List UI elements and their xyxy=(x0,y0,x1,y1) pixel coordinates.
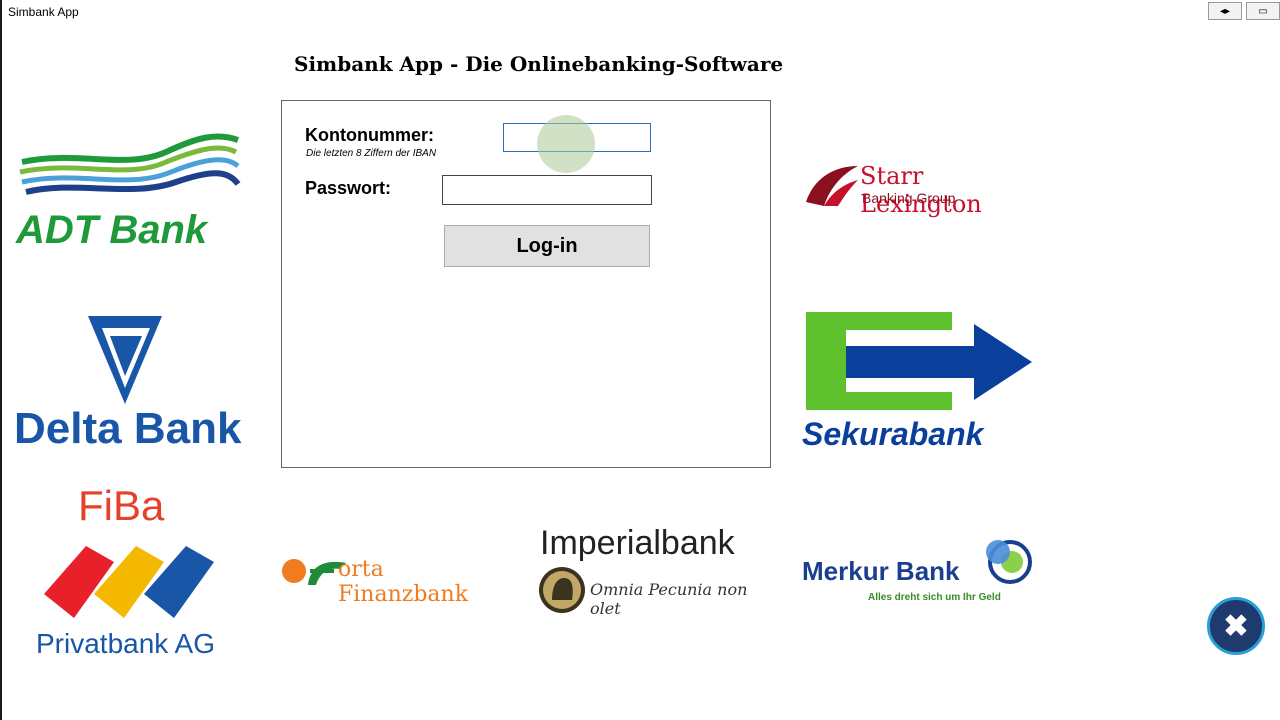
app-title: Simbank App - Die Onlinebanking-Software xyxy=(294,52,784,76)
imperialbank-logo: Imperialbank Omnia Pecunia non olet xyxy=(538,524,774,618)
porta-emblem-icon xyxy=(282,559,346,585)
adt-waves-icon xyxy=(19,133,241,195)
starr-sublabel: Banking Group xyxy=(862,190,956,206)
window-left-border xyxy=(0,0,2,720)
password-label: Passwort: xyxy=(305,178,392,198)
starr-label: Starr Lexington xyxy=(860,162,982,218)
sekura-arrow-icon xyxy=(806,312,1032,410)
window-title: Simbank App xyxy=(8,5,79,19)
login-button[interactable]: Log-in xyxy=(444,225,650,267)
imperial-coin-icon xyxy=(539,567,585,613)
window-controls: ◂▸ ▭ xyxy=(1208,2,1280,20)
privatbank-label: Privatbank AG xyxy=(36,628,215,659)
cursor-highlight xyxy=(537,115,595,173)
delta-triangle-icon xyxy=(88,316,162,404)
delta-bank-label: Delta Bank xyxy=(14,404,242,453)
login-panel: Kontonummer: Die letzten 8 Ziffern der I… xyxy=(281,100,771,468)
merkur-bank-logo: Merkur Bank Alles dreht sich um Ihr Geld xyxy=(800,538,1036,608)
close-icon: ✖ xyxy=(1223,609,1249,643)
imperial-motto: Omnia Pecunia non olet xyxy=(590,580,748,618)
delta-bank-logo: Delta Bank xyxy=(14,316,250,456)
sekura-label: Sekurabank xyxy=(802,416,984,452)
adt-bank-logo: ADT Bank xyxy=(16,122,246,252)
starr-swoosh-icon xyxy=(806,166,858,206)
account-hint: Die letzten 8 Ziffern der IBAN xyxy=(306,148,437,159)
merkur-label: Merkur Bank xyxy=(802,556,960,586)
merkur-circles-icon xyxy=(986,540,1032,584)
adt-bank-label: ADT Bank xyxy=(16,208,208,252)
fiba-privatbank-logo: FiBa Privatbank AG xyxy=(36,482,236,662)
imperialbank-label: Imperialbank xyxy=(540,524,735,562)
account-label: Kontonummer: xyxy=(305,125,434,145)
merkur-slogan: Alles dreht sich um Ihr Geld xyxy=(868,592,1001,603)
close-app-button[interactable]: ✖ xyxy=(1207,597,1265,655)
password-input[interactable] xyxy=(442,175,652,205)
maximize-icon[interactable]: ▭ xyxy=(1246,2,1280,20)
porta-label: orta Finanzbank xyxy=(338,557,469,607)
starr-lexington-logo: Starr Lexington Banking Group xyxy=(804,160,1044,218)
restore-icon[interactable]: ◂▸ xyxy=(1208,2,1242,20)
fiba-blocks-icon xyxy=(44,546,214,618)
sekurabank-logo: Sekurabank xyxy=(802,312,1038,458)
porta-finanzbank-logo: orta Finanzbank xyxy=(280,553,520,607)
fiba-label: FiBa xyxy=(78,482,165,529)
